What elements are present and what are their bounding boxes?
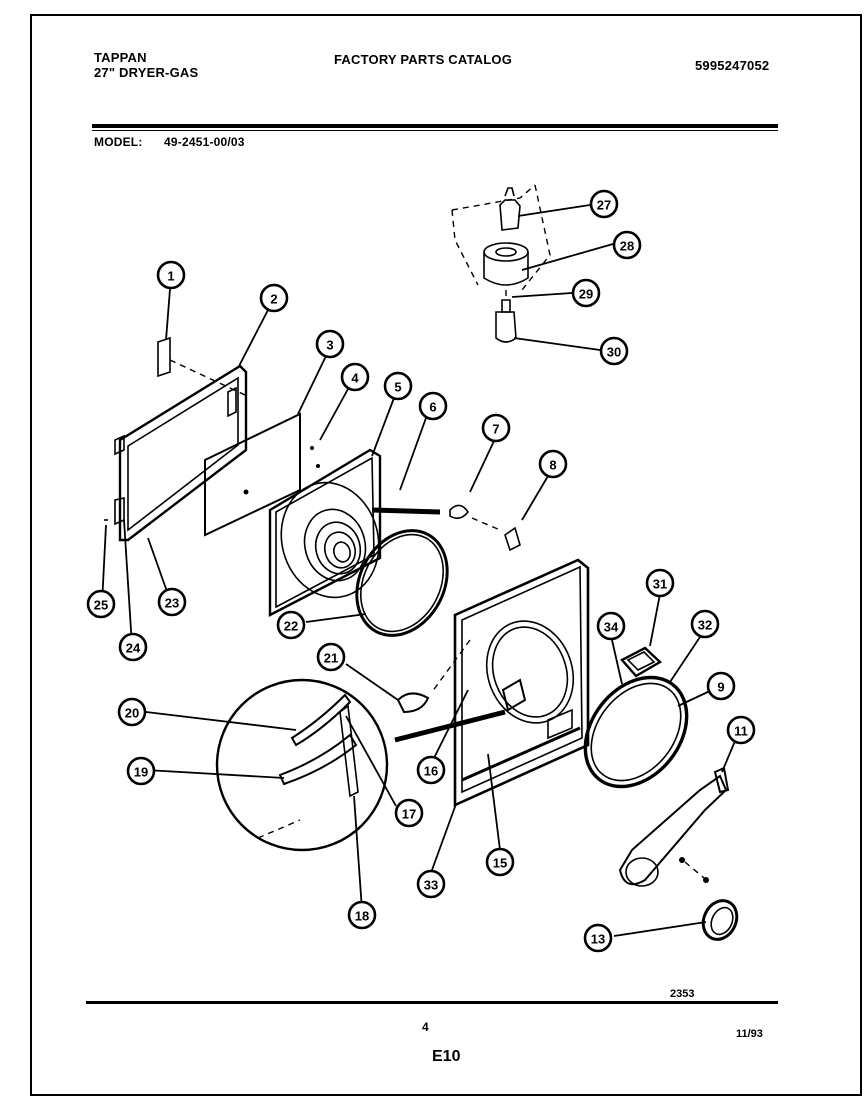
product-name: 27" DRYER-GAS: [94, 65, 199, 80]
callout-7: 7: [481, 413, 511, 443]
svg-text:1: 1: [167, 269, 174, 284]
svg-text:20: 20: [125, 706, 139, 721]
front-panel: [394, 558, 590, 808]
callout-17: 17: [394, 798, 424, 828]
door-inner-with-dome: [268, 448, 441, 617]
callout-34: 34: [596, 611, 626, 641]
svg-text:3: 3: [326, 338, 333, 353]
catalog-number: 5995247052: [695, 58, 770, 73]
svg-text:15: 15: [493, 856, 507, 871]
callout-11: 11: [726, 715, 756, 745]
callout-9: 9: [706, 671, 736, 701]
svg-text:17: 17: [402, 807, 416, 822]
svg-text:24: 24: [126, 641, 141, 656]
callout-29: 29: [571, 278, 601, 308]
callout-6: 6: [418, 391, 448, 421]
callout-5: 5: [383, 371, 413, 401]
svg-text:22: 22: [284, 619, 298, 634]
svg-text:33: 33: [424, 878, 438, 893]
svg-text:18: 18: [355, 909, 369, 924]
callout-2: 2: [259, 283, 289, 313]
latch-strike: [620, 646, 662, 678]
svg-text:21: 21: [324, 651, 338, 666]
small-components: [449, 504, 521, 552]
page-number: 4: [422, 1020, 429, 1034]
detail-magnifier: [215, 678, 389, 852]
callout-31: 31: [645, 568, 675, 598]
svg-text:8: 8: [549, 458, 556, 473]
callout-8: 8: [538, 449, 568, 479]
page-border: [30, 14, 862, 1096]
callout-13: 13: [583, 923, 613, 953]
callout-32: 32: [690, 609, 720, 639]
drawing-number: 2353: [670, 988, 695, 1000]
svg-text:2: 2: [270, 292, 277, 307]
svg-text:13: 13: [591, 932, 605, 947]
callout-3: 3: [315, 329, 345, 359]
sensor-assembly: [451, 184, 551, 343]
outer-door-panel: [104, 364, 248, 542]
leader-lines: [101, 204, 739, 937]
svg-text:34: 34: [604, 620, 619, 635]
model-number: 49-2451-00/03: [164, 135, 245, 149]
callout-15: 15: [485, 847, 515, 877]
svg-text:25: 25: [94, 598, 108, 613]
callout-25: 25: [86, 589, 116, 619]
callout-28: 28: [612, 230, 642, 260]
svg-text:11: 11: [734, 724, 748, 739]
svg-text:23: 23: [165, 596, 179, 611]
svg-text:27: 27: [597, 198, 611, 213]
door-seal-ring: [583, 675, 689, 789]
lint-duct-housing: [618, 766, 730, 887]
callout-22: 22: [276, 610, 306, 640]
footer-rule: [86, 1001, 778, 1004]
door-switch: [396, 692, 430, 714]
door-gasket-ring: [355, 529, 449, 637]
duct-seal: [701, 899, 739, 941]
part-hinge: [157, 336, 246, 396]
svg-text:30: 30: [607, 345, 621, 360]
svg-text:19: 19: [134, 765, 148, 780]
svg-text:28: 28: [620, 239, 634, 254]
svg-text:5: 5: [394, 380, 401, 395]
callout-20: 20: [117, 697, 147, 727]
svg-text:32: 32: [698, 618, 712, 633]
callout-24: 24: [118, 632, 148, 662]
inner-door-panel: [204, 412, 320, 537]
callout-1: 1: [156, 260, 186, 290]
svg-text:6: 6: [429, 400, 436, 415]
callout-16: 16: [416, 755, 446, 785]
svg-text:31: 31: [653, 577, 667, 592]
brand-name: TAPPAN: [94, 50, 147, 65]
callout-23: 23: [157, 587, 187, 617]
svg-text:7: 7: [492, 422, 499, 437]
header-rule-thin: [92, 130, 778, 131]
section-code: E10: [432, 1048, 461, 1065]
svg-text:9: 9: [717, 680, 724, 695]
svg-text:29: 29: [579, 287, 593, 302]
callout-4: 4: [340, 362, 370, 392]
svg-text:4: 4: [351, 371, 359, 386]
callout-33: 33: [416, 869, 446, 899]
callout-30: 30: [599, 336, 629, 366]
revision-date: 11/93: [736, 1028, 763, 1040]
callout-18: 18: [347, 900, 377, 930]
callout-21: 21: [316, 642, 346, 672]
callout-27: 27: [589, 189, 619, 219]
callout-19: 19: [126, 756, 156, 786]
header-rule-thick: [92, 124, 778, 128]
svg-text:16: 16: [424, 764, 438, 779]
model-label: MODEL:: [94, 135, 143, 149]
catalog-title: FACTORY PARTS CATALOG: [334, 52, 513, 67]
